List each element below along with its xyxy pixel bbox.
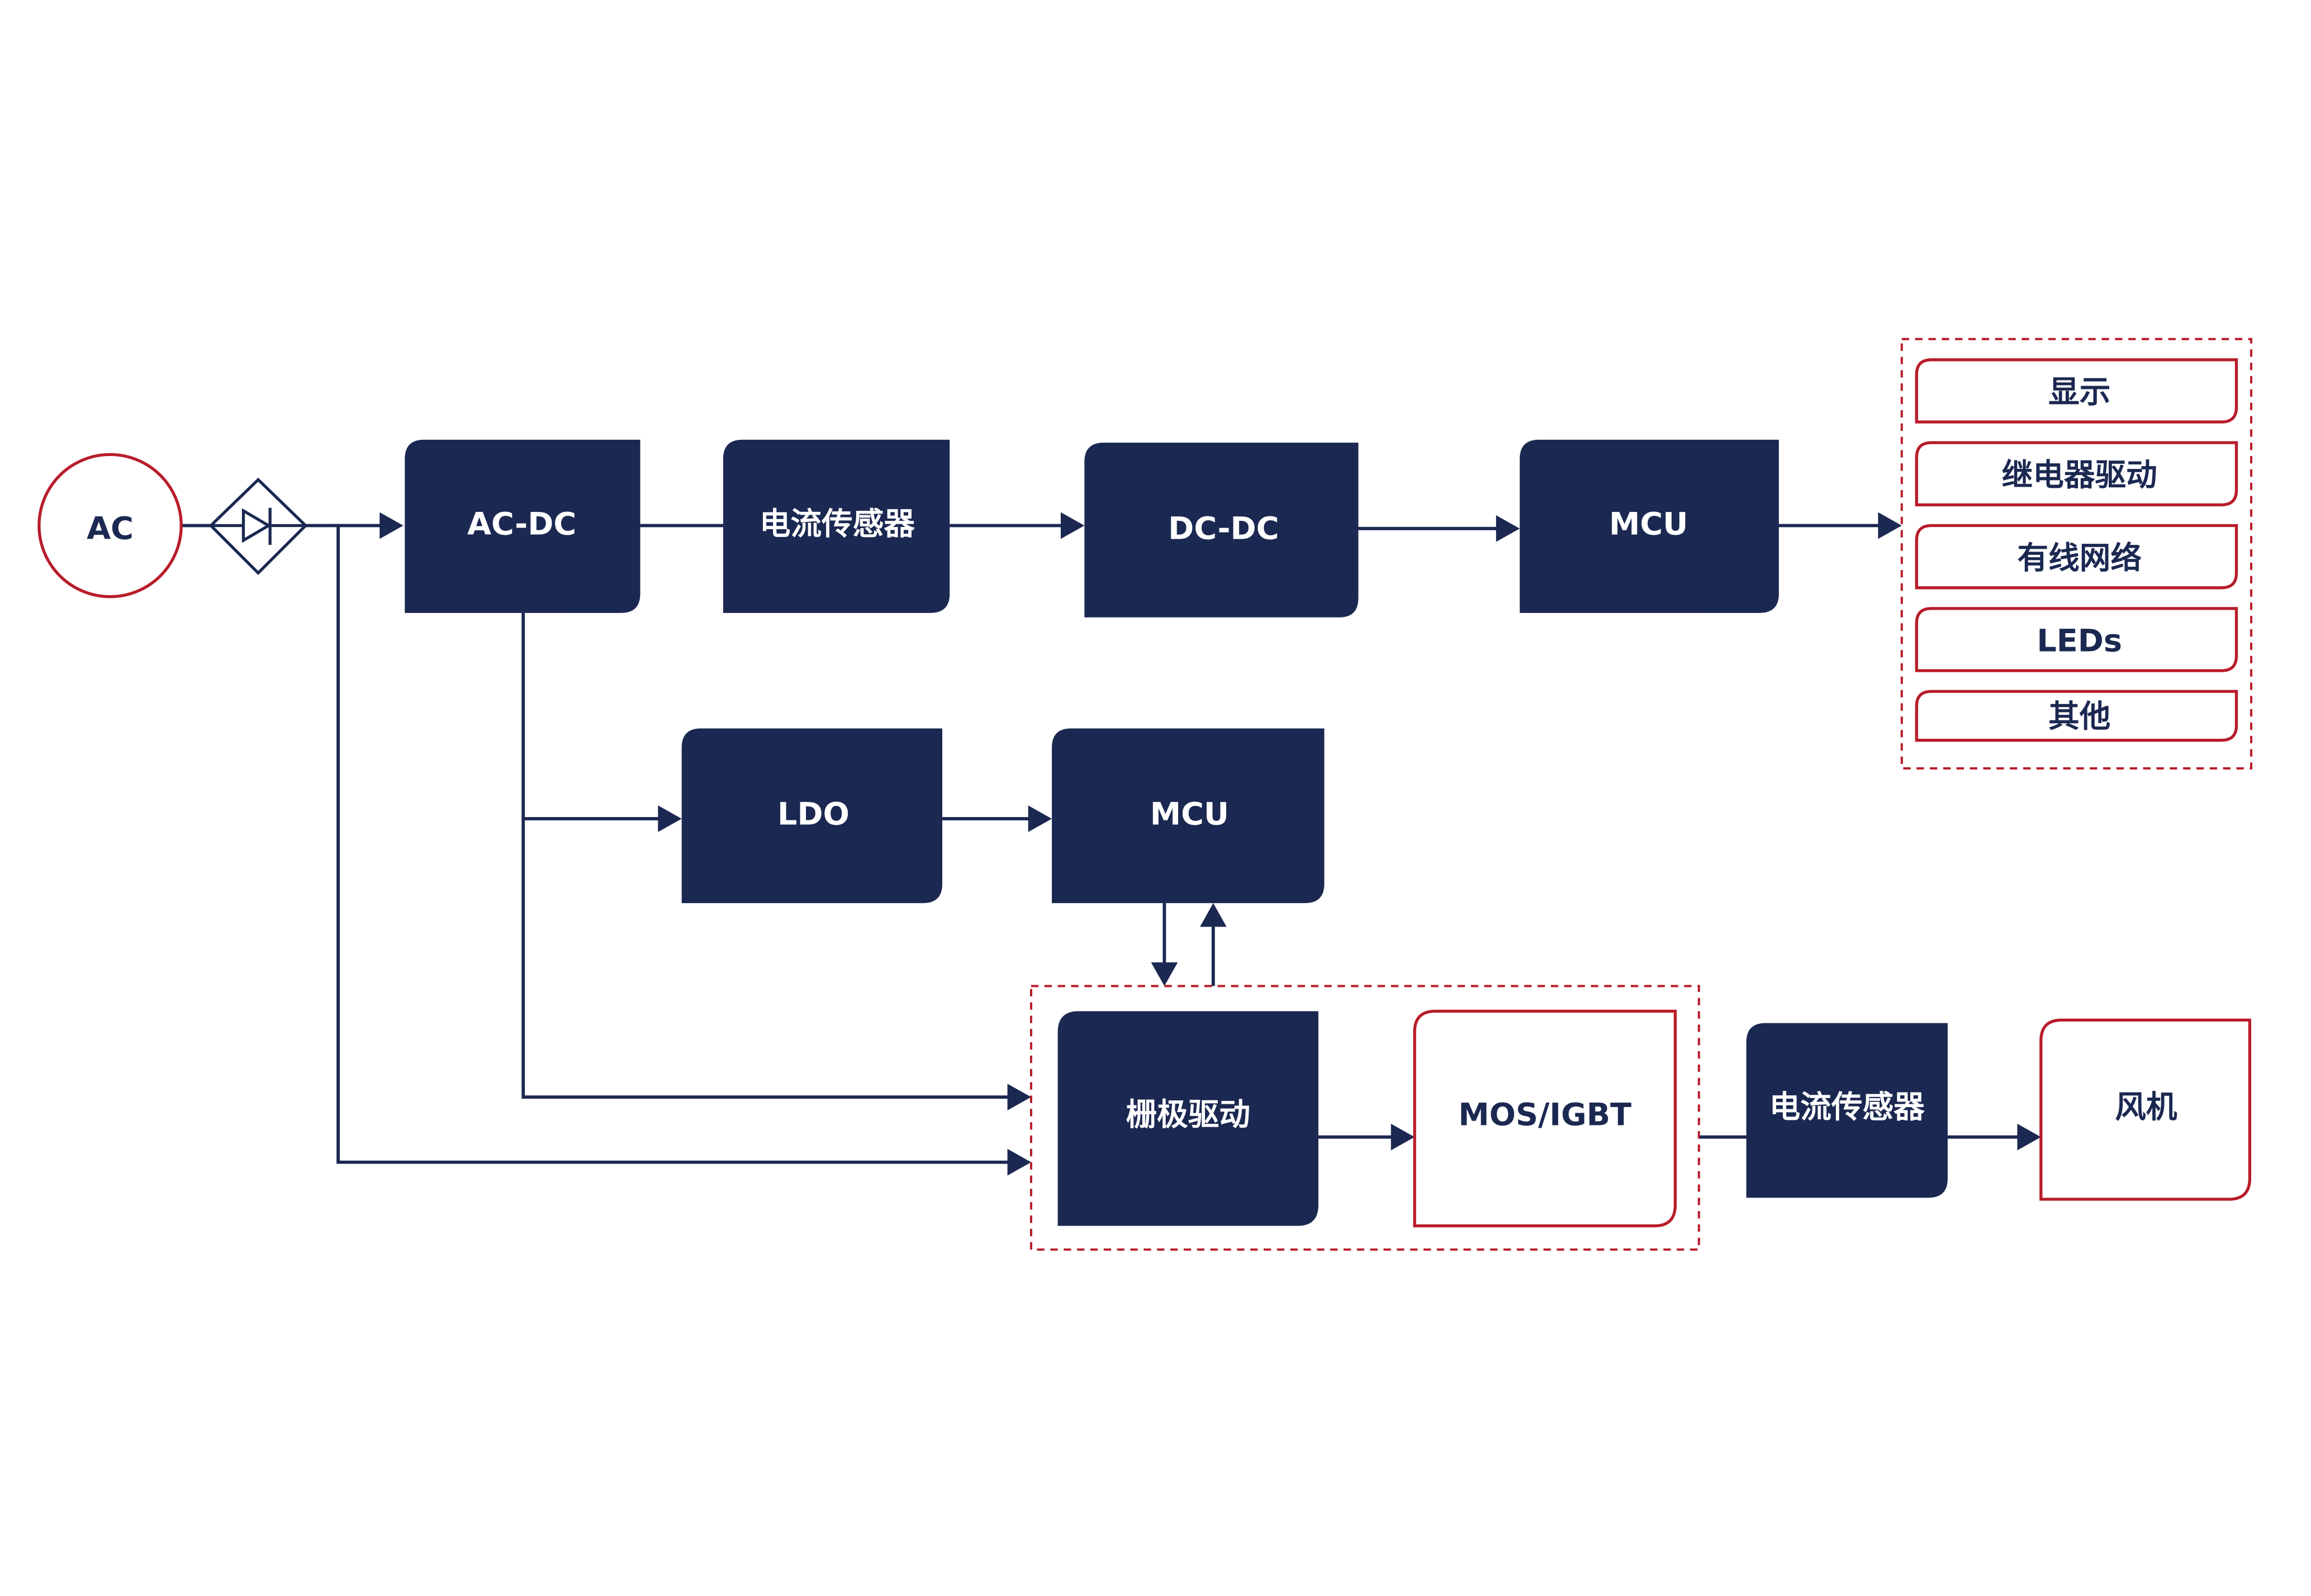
output-item-label: 继电器驱动 <box>2002 457 2157 493</box>
output-item-label: LEDs <box>2037 623 2122 659</box>
arrowhead <box>1878 512 1902 539</box>
block-acdc: AC-DC <box>405 439 640 613</box>
connectors <box>181 512 2041 1176</box>
connector-ac-to-gate <box>336 525 1010 1164</box>
block-current-sensor-bottom-label: 电流传感器 <box>1769 1089 1925 1125</box>
arrowhead <box>1028 805 1052 832</box>
output-item: 其他 <box>1915 690 2238 742</box>
block-dcdc: DC-DC <box>1084 443 1359 618</box>
output-item: 显示 <box>1915 358 2238 424</box>
block-mos-igbt-label: MOS/IGBT <box>1458 1096 1631 1133</box>
ac-source-label: AC <box>87 510 134 547</box>
arrowhead <box>1060 512 1085 539</box>
block-gate-driver: 栅极驱动 <box>1057 1011 1318 1226</box>
output-item: LEDs <box>1915 607 2238 672</box>
block-current-sensor-top: 电流传感器 <box>723 439 950 613</box>
bridge-rectifier-diode-icon <box>208 477 308 576</box>
block-ldo: LDO <box>681 728 942 904</box>
ac-source: AC <box>37 453 183 598</box>
arrowhead <box>1391 1123 1415 1151</box>
arrowhead <box>658 805 682 832</box>
arrowhead <box>1199 903 1227 927</box>
connector-acdc-to-gate <box>521 819 1010 1099</box>
block-mcu-mid: MCU <box>1052 728 1325 904</box>
block-current-sensor-bottom: 电流传感器 <box>1746 1023 1948 1198</box>
power-stage-group <box>1029 985 1700 1251</box>
block-fan: 风机 <box>2039 1018 2252 1201</box>
outputs-group <box>1900 338 2253 770</box>
output-item-label: 其他 <box>2048 699 2110 735</box>
output-item-label: 有线网络 <box>2017 540 2142 576</box>
output-item: 有线网络 <box>1915 524 2238 590</box>
block-mcu-top: MCU <box>1520 439 1779 613</box>
arrowhead <box>2017 1123 2041 1151</box>
arrowhead <box>1007 1084 1031 1111</box>
block-mcu-top-label: MCU <box>1609 506 1688 542</box>
block-acdc-label: AC-DC <box>467 506 576 542</box>
connector-acdc-to-ldo <box>521 612 661 821</box>
block-current-sensor-top-label: 电流传感器 <box>760 506 915 542</box>
block-mcu-mid-label: MCU <box>1150 796 1229 833</box>
arrowhead <box>1496 515 1520 542</box>
output-item-label: 显示 <box>2048 374 2110 411</box>
block-ldo-label: LDO <box>777 796 850 833</box>
arrowhead <box>1151 962 1178 986</box>
block-fan-label: 风机 <box>2115 1089 2177 1125</box>
arrowhead <box>1007 1148 1031 1176</box>
block-dcdc-label: DC-DC <box>1168 510 1279 547</box>
block-mos-igbt: MOS/IGBT <box>1413 1009 1677 1228</box>
arrowhead <box>379 512 404 539</box>
output-item: 继电器驱动 <box>1915 441 2238 507</box>
block-gate-driver-label: 栅极驱动 <box>1126 1096 1251 1133</box>
